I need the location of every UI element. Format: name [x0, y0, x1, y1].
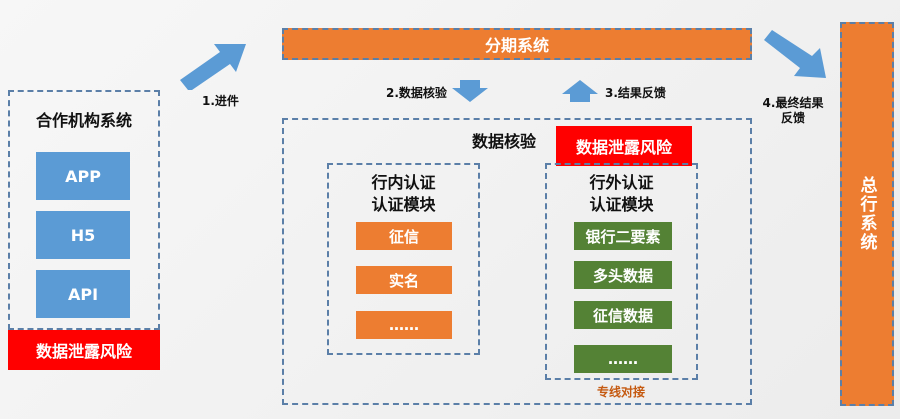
data-verification-title: 数据核验 — [472, 132, 537, 151]
step4-label: 4.最终结果反馈 — [758, 96, 828, 126]
partner-risk-banner: 数据泄露风险 — [8, 330, 160, 370]
head-office-title: 总行系统 — [856, 176, 877, 252]
head-office-system: 总行系统 — [840, 22, 894, 406]
step1-label: 1.进件 — [202, 94, 239, 108]
internal-item-credit: 征信 — [356, 222, 452, 250]
dedicated-line-label: 专线对接 — [597, 385, 646, 399]
external-item-multi: 多头数据 — [574, 261, 672, 289]
app-box: APP — [36, 152, 130, 200]
h5-box: H5 — [36, 211, 130, 259]
external-item-more: …… — [574, 345, 672, 373]
arrow-down-icon — [452, 80, 488, 102]
external-auth-box — [545, 163, 698, 380]
internal-title-2: 认证模块 — [371, 195, 436, 214]
installment-system: 分期系统 — [282, 28, 752, 60]
arrow-up-icon — [562, 80, 598, 102]
internal-item-realname: 实名 — [356, 266, 452, 294]
arrow-step1-icon — [180, 44, 246, 90]
external-title-2: 认证模块 — [589, 195, 654, 214]
external-title-1: 行外认证 — [589, 173, 654, 192]
step2-label: 2.数据核验 — [386, 86, 447, 100]
step4-line1: 4.最终结果 — [762, 96, 824, 110]
data-verification-box — [282, 118, 752, 405]
step4-line2: 反馈 — [780, 111, 805, 125]
external-item-credit: 征信数据 — [574, 301, 672, 329]
external-auth-title: 行外认证认证模块 — [545, 172, 698, 216]
arrow-step4-icon — [764, 30, 826, 78]
internal-auth-box — [327, 163, 480, 355]
internal-auth-title: 行内认证认证模块 — [327, 172, 480, 216]
partner-system-title: 合作机构系统 — [35, 111, 132, 130]
internal-title-1: 行内认证 — [371, 173, 436, 192]
partner-system-box — [8, 90, 160, 330]
internal-item-more: …… — [356, 311, 452, 339]
external-item-bank: 银行二要素 — [574, 222, 672, 250]
verify-risk-banner: 数据泄露风险 — [556, 126, 692, 166]
api-box: API — [36, 270, 130, 318]
step3-label: 3.结果反馈 — [605, 86, 666, 100]
